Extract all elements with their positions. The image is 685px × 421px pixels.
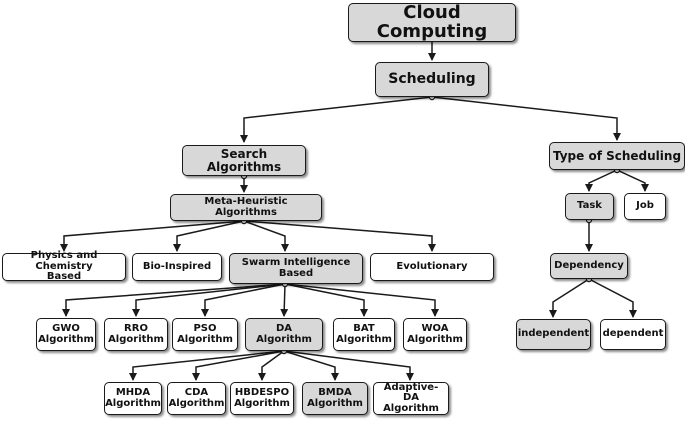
node-independent: independent xyxy=(516,319,591,350)
node-swarm-intelligence: Swarm Intelligence Based xyxy=(229,253,363,284)
node-evolutionary: Evolutionary xyxy=(370,253,494,281)
edge-type-task xyxy=(585,169,618,192)
edge-meta-physics xyxy=(60,220,245,252)
node-job: Job xyxy=(624,193,666,220)
edge-swarm-rro xyxy=(132,283,286,317)
edge-da-adaptive xyxy=(283,350,414,381)
node-scheduling: Scheduling xyxy=(375,62,489,97)
edge-meta-swarm xyxy=(243,220,289,252)
node-bat: BAT Algorithm xyxy=(333,318,395,351)
node-hbdespo: HBDESPO Algorithm xyxy=(230,382,294,415)
node-dependency: Dependency xyxy=(550,253,628,279)
edge-swarm-woa xyxy=(284,283,439,317)
edge-da-hbdespo xyxy=(258,350,285,381)
edge-da-mhda xyxy=(129,350,285,381)
edge-swarm-da xyxy=(280,283,289,317)
edge-swarm-pso xyxy=(201,283,286,317)
edge-da-cda xyxy=(192,350,285,381)
node-physics-chemistry: Physics and Chemistry Based xyxy=(2,251,126,282)
node-task: Task xyxy=(565,193,614,220)
edge-scheduling-type xyxy=(431,96,621,141)
edge-dependency-dependent xyxy=(588,278,637,318)
node-search-algorithms: Search Algorithms xyxy=(182,145,306,176)
edge-swarm-gwo xyxy=(62,283,286,317)
node-gwo: GWO Algorithm xyxy=(36,318,96,351)
node-adaptive-da: Adaptive-DA Algorithm xyxy=(373,382,449,415)
node-bmda: BMDA Algorithm xyxy=(302,382,368,415)
edge-swarm-bat xyxy=(284,283,368,317)
node-woa: WOA Algorithm xyxy=(403,318,467,351)
node-meta-heuristic: Meta-Heuristic Algorithms xyxy=(170,194,322,221)
node-type-of-scheduling: Type of Scheduling xyxy=(549,142,685,170)
edge-meta-bio xyxy=(173,220,245,252)
node-rro: RRO Algorithm xyxy=(104,318,168,351)
node-da: DA Algorithm xyxy=(245,318,323,351)
edge-da-bmda xyxy=(283,350,339,381)
edge-scheduling-search xyxy=(240,96,433,143)
node-cda: CDA Algorithm xyxy=(167,382,226,415)
node-cloud-computing: Cloud Computing xyxy=(348,3,516,42)
node-dependent: dependent xyxy=(600,319,666,350)
edge-dependency-independent xyxy=(549,278,590,318)
edge-meta-evo xyxy=(243,220,436,252)
node-pso: PSO Algorithm xyxy=(172,318,238,351)
node-bio-inspired: Bio-Inspired xyxy=(132,253,222,281)
node-mhda: MHDA Algorithm xyxy=(104,382,162,415)
edge-type-job xyxy=(616,169,649,192)
